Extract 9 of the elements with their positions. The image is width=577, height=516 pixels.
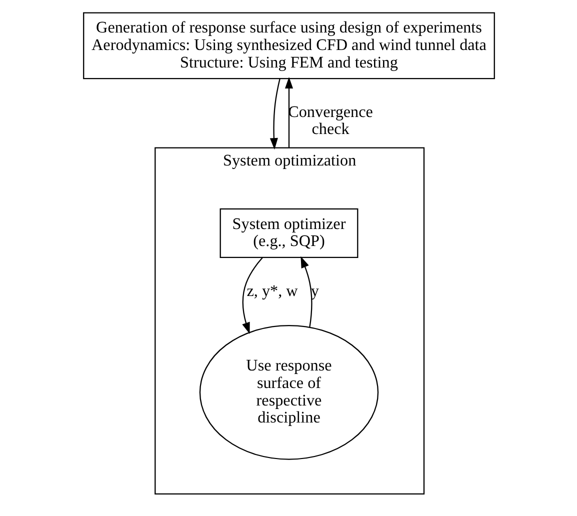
arrow <box>242 257 262 334</box>
node-box: System optimizer (e.g., SQP) <box>219 208 358 258</box>
edge-label: z, y*, w <box>246 282 298 300</box>
arrow <box>284 76 293 148</box>
arrow <box>269 78 280 150</box>
arrow <box>300 256 312 328</box>
edge-label: Convergence check <box>288 104 372 138</box>
node-box: Generation of response surface using design of experiments Aerodynamics: Using synthesized CFD and wind tunnel data Structure: Using FEM and testing <box>82 12 494 80</box>
node-ellipse: Use response surface of respective discipline <box>198 324 378 460</box>
